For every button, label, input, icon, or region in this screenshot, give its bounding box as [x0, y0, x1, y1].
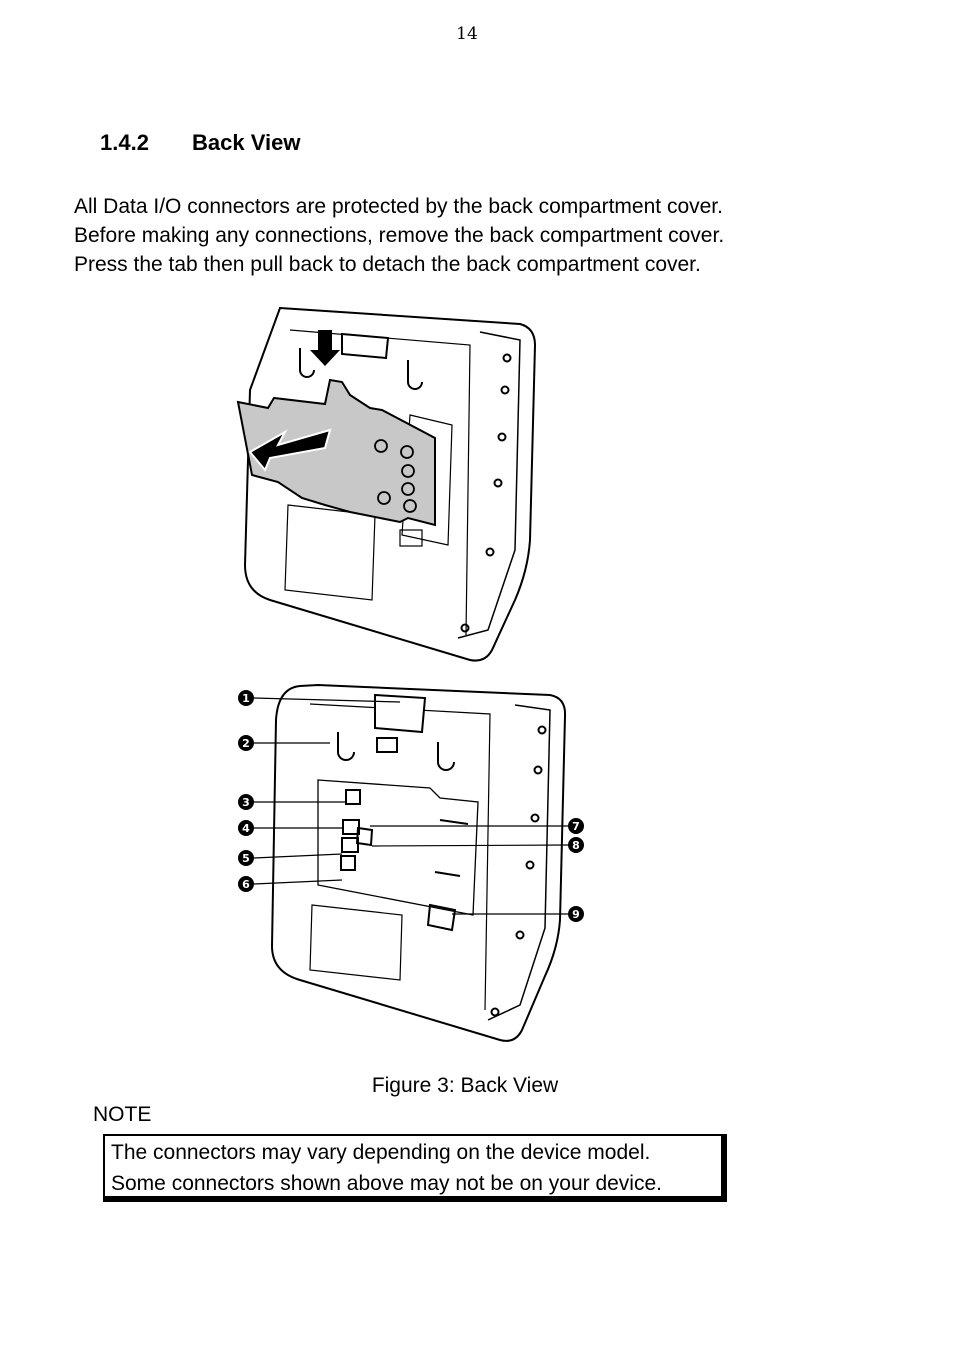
callout-7: 7: [568, 818, 584, 834]
callout-8: 8: [568, 837, 584, 853]
cover-removal-illustration: [236, 306, 537, 662]
callout-9: 9: [568, 906, 584, 922]
callout-6: 6: [238, 876, 254, 892]
note-label: NOTE: [93, 1103, 152, 1126]
callout-1-label: 1: [242, 692, 250, 705]
note-line: Some connectors shown above may not be o…: [111, 1172, 662, 1195]
callout-6-label: 6: [242, 878, 250, 891]
callout-5-label: 5: [242, 852, 250, 865]
callout-8-label: 8: [572, 839, 580, 852]
callout-4: 4: [238, 820, 254, 836]
callout-markers: 1 2 3 4 5 6 7 8 9: [238, 690, 584, 922]
callout-5: 5: [238, 850, 254, 866]
callout-1: 1: [238, 690, 254, 706]
callout-2: 2: [238, 735, 254, 751]
section-heading: 1.4.2 Back View: [100, 130, 300, 156]
body-line: Press the tab then pull back to detach t…: [74, 253, 701, 276]
page-number: 14: [456, 24, 478, 44]
body-line: Before making any connections, remove th…: [74, 224, 725, 247]
section-number: 1.4.2: [100, 130, 149, 155]
body-line: All Data I/O connectors are protected by…: [74, 195, 723, 218]
callout-2-label: 2: [242, 737, 250, 750]
note-line: The connectors may vary depending on the…: [111, 1141, 651, 1164]
figure-caption: Figure 3: Back View: [371, 1074, 559, 1097]
callout-3-label: 3: [242, 796, 250, 809]
body-paragraph: All Data I/O connectors are protected by…: [74, 192, 834, 279]
callout-4-label: 4: [242, 822, 250, 835]
section-title: Back View: [192, 130, 301, 155]
callout-7-label: 7: [572, 820, 580, 833]
note-box: The connectors may vary depending on the…: [103, 1134, 727, 1202]
callout-3: 3: [238, 794, 254, 810]
connector-callout-illustration: 1 2 3 4 5 6 7 8 9: [238, 683, 584, 1042]
callout-9-label: 9: [572, 908, 580, 921]
